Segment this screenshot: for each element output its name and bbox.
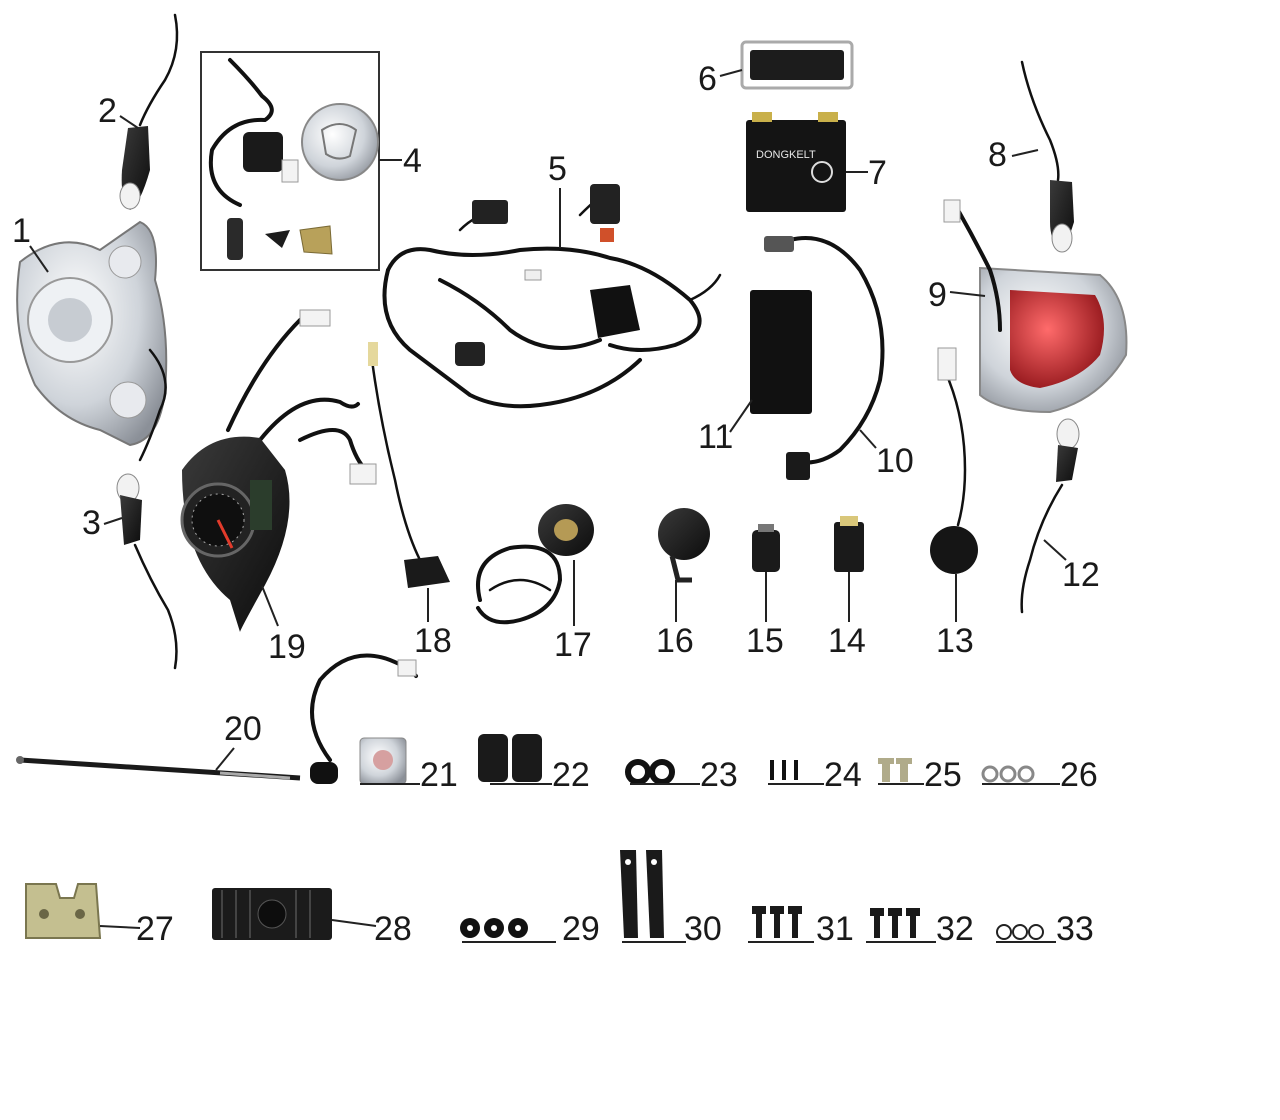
callout-32: 32 [936,910,974,948]
callout-14: 14 [828,622,866,660]
rubber-grommets-part [478,734,542,782]
bolts-25-part [878,758,912,782]
relay-part [834,516,864,572]
brackets-30-part [620,850,664,938]
sender-part [310,653,418,785]
instrument-cluster-part [180,309,377,632]
bracket-plate-part [25,883,102,939]
front-turn-signal-lower [116,473,178,670]
callout-20: 20 [224,710,262,748]
callout-29: 29 [562,910,600,948]
callout-7: 7 [868,154,887,192]
callout-21: 21 [420,756,458,794]
callout-31: 31 [816,910,854,948]
callout-24: 24 [824,756,862,794]
sensor-cable-part [764,236,885,480]
buzzer-part [930,347,978,574]
callout-15: 15 [746,622,784,660]
callout-30: 30 [684,910,722,948]
callout-4: 4 [403,142,422,180]
callout-9: 9 [928,276,947,314]
screws-24-part [770,760,798,780]
callout-6: 6 [698,60,717,98]
speedometer-drive-part [476,504,594,625]
callout-11: 11 [698,418,733,456]
battery-brand-label: DONGKELT [756,149,816,161]
battery-part: DONGKELT [746,112,846,212]
front-turn-signal-upper [119,13,179,210]
washers-23-part [625,759,675,785]
callout-5: 5 [548,150,567,188]
cable-part [16,756,301,781]
tail-light-part [943,199,1128,414]
handlebar-switch-part [368,342,450,588]
callout-1: 1 [12,212,31,250]
callout-23: 23 [700,756,738,794]
flasher-part [752,524,780,572]
bolts-31-part [752,906,802,938]
callout-26: 26 [1060,756,1098,794]
horn-part [658,508,710,583]
callout-10: 10 [876,442,914,480]
regulator-part [212,888,332,940]
callout-25: 25 [924,756,962,794]
callout-2: 2 [98,92,117,130]
bolts-32-part [870,908,920,938]
cdi-module-part [750,290,812,414]
callout-18: 18 [414,622,452,660]
lock-set-part [200,51,380,271]
callout-17: 17 [554,626,592,664]
washers-26-part [981,765,1035,783]
callout-16: 16 [656,622,694,660]
headlight-part [16,220,168,462]
wiring-harness-part [382,184,722,409]
rear-turn-signal-lower [1020,418,1080,614]
callout-8: 8 [988,136,1007,174]
callout-12: 12 [1062,556,1100,594]
callout-13: 13 [936,622,974,660]
battery-strap-part [740,40,854,90]
callout-33: 33 [1056,910,1094,948]
washers-33-part [996,924,1044,940]
rubber-washers-29-part [460,918,528,938]
callout-19: 19 [268,628,306,666]
callout-27: 27 [136,910,174,948]
callout-3: 3 [82,504,101,542]
callout-22: 22 [552,756,590,794]
callout-28: 28 [374,910,412,948]
rear-turn-signal-upper [1020,60,1074,253]
